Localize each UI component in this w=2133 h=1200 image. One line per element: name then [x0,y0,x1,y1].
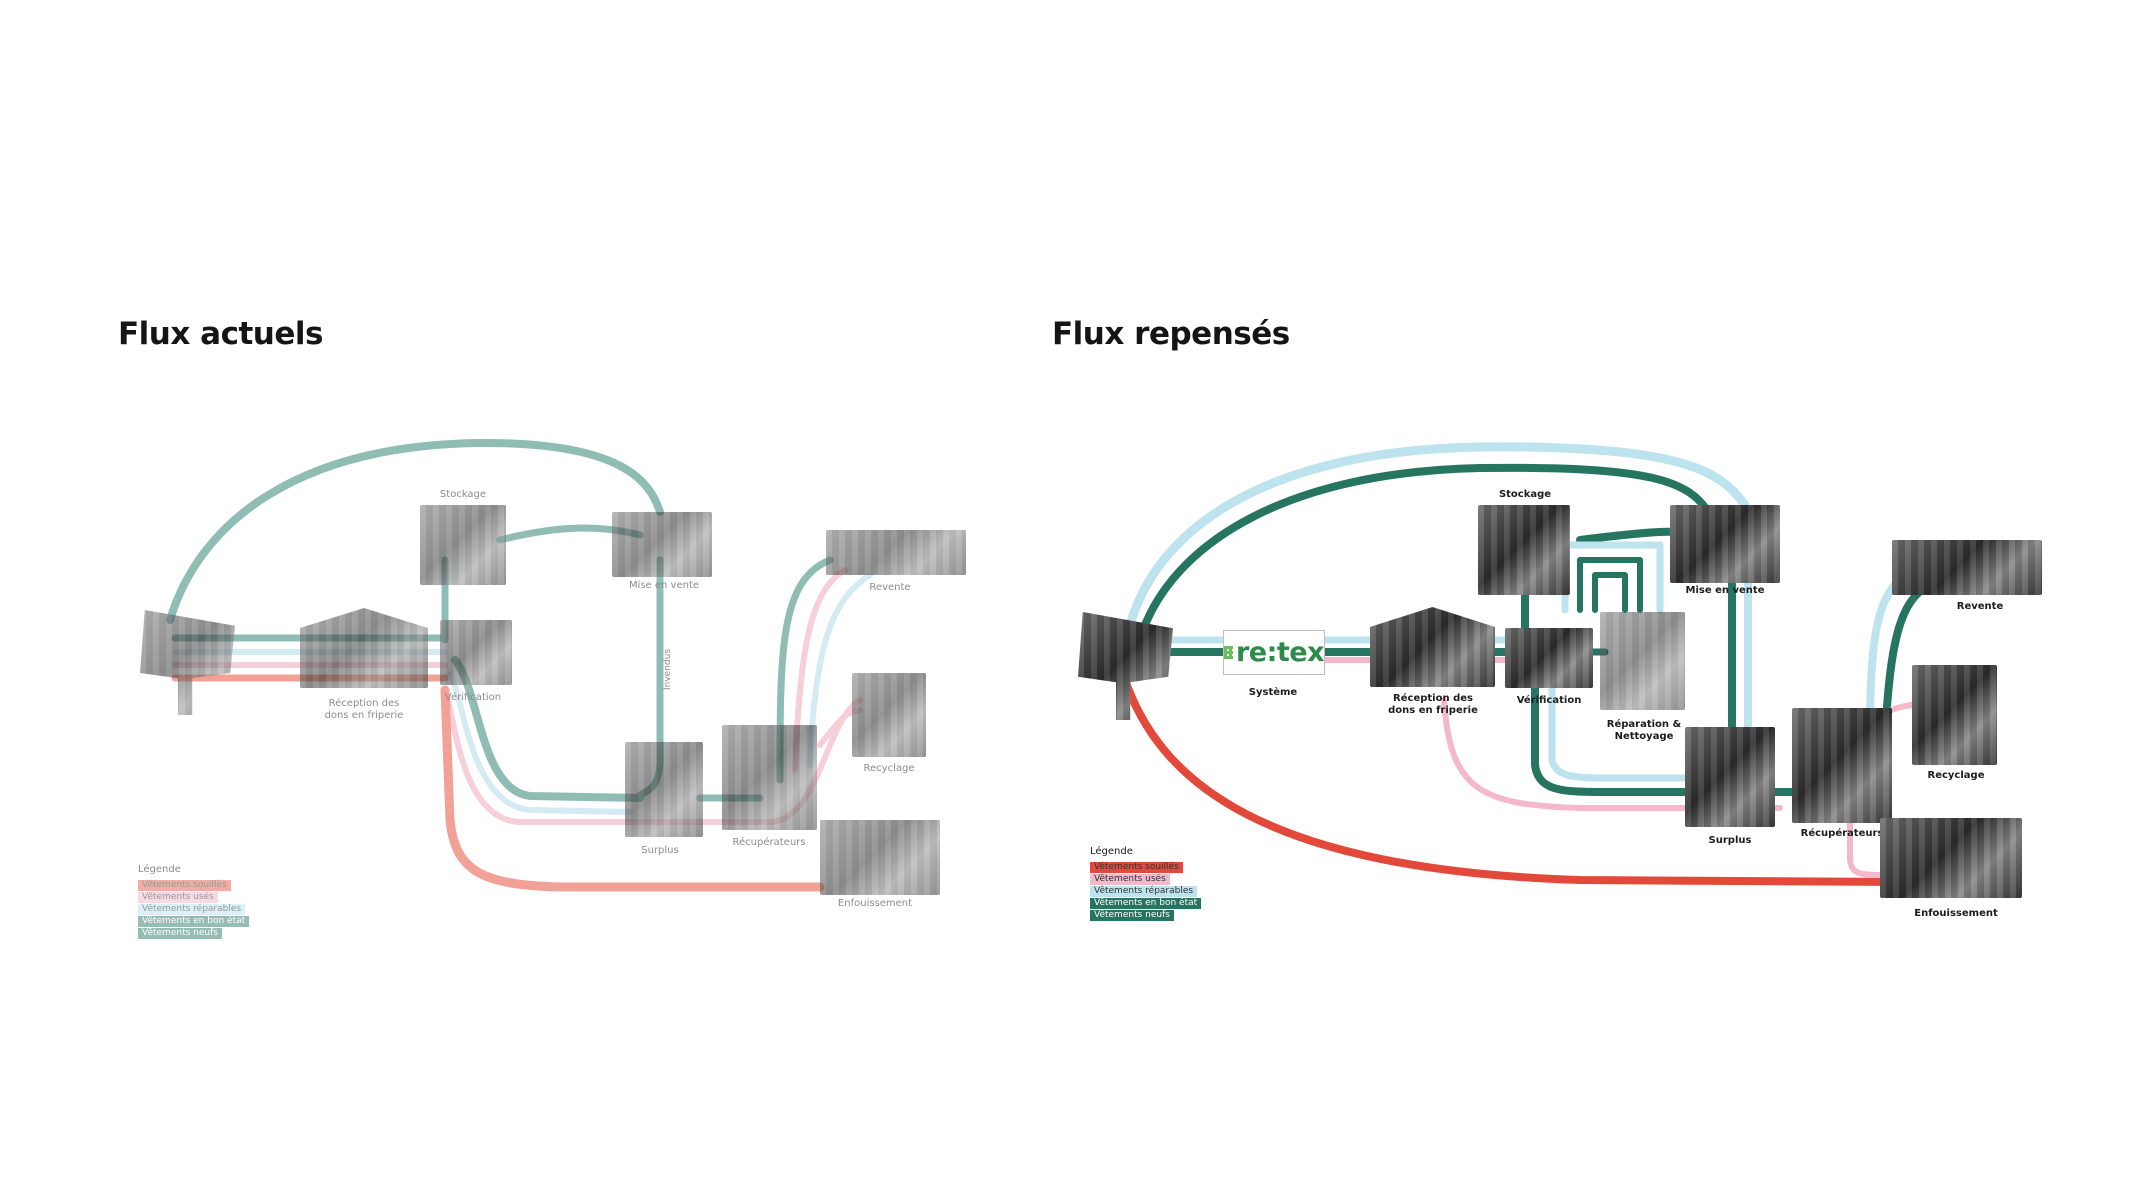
left-title: Flux actuels [118,316,323,352]
diagram-flux-repenses: re:tex Système Réception des dons en fri… [1060,0,2133,1200]
souilles-enfouissement-path [1121,676,1904,886]
mise-en-vente-image [1670,505,1780,583]
legend-item-souilles: Vêtements souillés [138,880,231,891]
reception-label: Réception des dons en friperie [1388,693,1478,716]
surplus-image [1685,727,1775,827]
legend-item-neufs: Vêtements neufs [1090,910,1174,921]
revente-image [1892,540,2042,595]
verification-image [440,620,512,685]
verif-surplus-blue [1548,666,1704,782]
legend-item-neufs: Vêtements neufs [138,928,222,939]
recyclage-label: Recyclage [863,763,915,774]
mise-en-vente-label: Mise en vente [1685,585,1765,596]
recuperateurs-label: Récupérateurs [732,837,806,848]
stockage-label: Stockage [439,489,487,500]
legend-title: Légende [138,864,181,875]
invendus-label: Invendus [663,648,673,690]
recyclage-label: Recyclage [1927,770,1985,781]
revente-label: Revente [869,582,911,593]
verification-image [1505,628,1593,688]
diagram-flux-actuels: Réception des dons en friperie Vérificat… [0,0,1060,1200]
uses-surplus [1441,697,1783,811]
recuperateurs-label: Récupérateurs [1800,828,1884,839]
arc-reparables-path [1125,442,1750,630]
souilles-enfouissement [440,685,825,892]
stockage-label: Stockage [1498,489,1552,500]
surplus-label: Surplus [1708,835,1752,846]
legend-item-souilles: Vêtements souillés [1090,862,1183,873]
systeme-label: Système [1248,687,1298,698]
verif-surplus-green [1531,666,1704,796]
recyclage-image [1912,665,1997,765]
retex-logo-text: re:tex [1235,637,1325,668]
recuperateurs-image [722,725,817,830]
legend-item-bon-etat: Vêtements en bon état [1090,898,1202,909]
surplus-image [625,742,703,837]
reparation-image [1600,612,1685,710]
legend-actuels: Légende Vêtements souillés Vêtements usé… [138,864,250,940]
retex-logo: re:tex [1223,630,1325,675]
stockage-image [1478,505,1570,595]
enfouissement-image [820,820,940,895]
flux-actuels-paths [166,438,873,892]
reception-label: Réception des dons en friperie [324,698,404,721]
arc-bon-etat-path [1141,463,1714,629]
flux-repenses-paths [1121,442,1944,886]
legend-item-reparables: Vêtements réparables [138,904,246,915]
revente-label: Revente [1956,601,2004,612]
legend-item-uses: Vêtements usés [1090,874,1170,885]
recuperateurs-image [1792,708,1892,823]
mise-en-vente-label: Mise en vente [628,580,700,591]
retex-dots-icon [1224,646,1233,659]
legend-item-uses: Vêtements usés [138,892,218,903]
enfouissement-label: Enfouissement [1914,908,1998,919]
surplus-label: Surplus [641,845,679,856]
revente-image [826,530,966,575]
reparation-loop-green-a [1577,557,1643,613]
reparation-loop-green-b [1592,572,1628,613]
reparation-label: Réparation & Nettoyage [1606,719,1682,742]
mise-en-vente-image [612,512,712,577]
enfouissement-image [1880,818,2022,898]
legend-title: Légende [1090,846,1133,857]
enfouissement-label: Enfouissement [837,898,913,909]
recyclage-image [852,673,926,757]
verification-label: Vérification [444,692,502,703]
arc-mise-en-vente-path [166,438,664,624]
legend-repenses: Légende Vêtements souillés Vêtements usé… [1090,846,1202,922]
stockage-image [420,505,506,585]
right-title: Flux repensés [1052,316,1290,352]
legend-item-bon-etat: Vêtements en bon état [138,916,250,927]
verif-surplus-blue [447,672,633,815]
verification-label: Vérification [1516,695,1582,706]
legend-item-reparables: Vêtements réparables [1090,886,1198,897]
